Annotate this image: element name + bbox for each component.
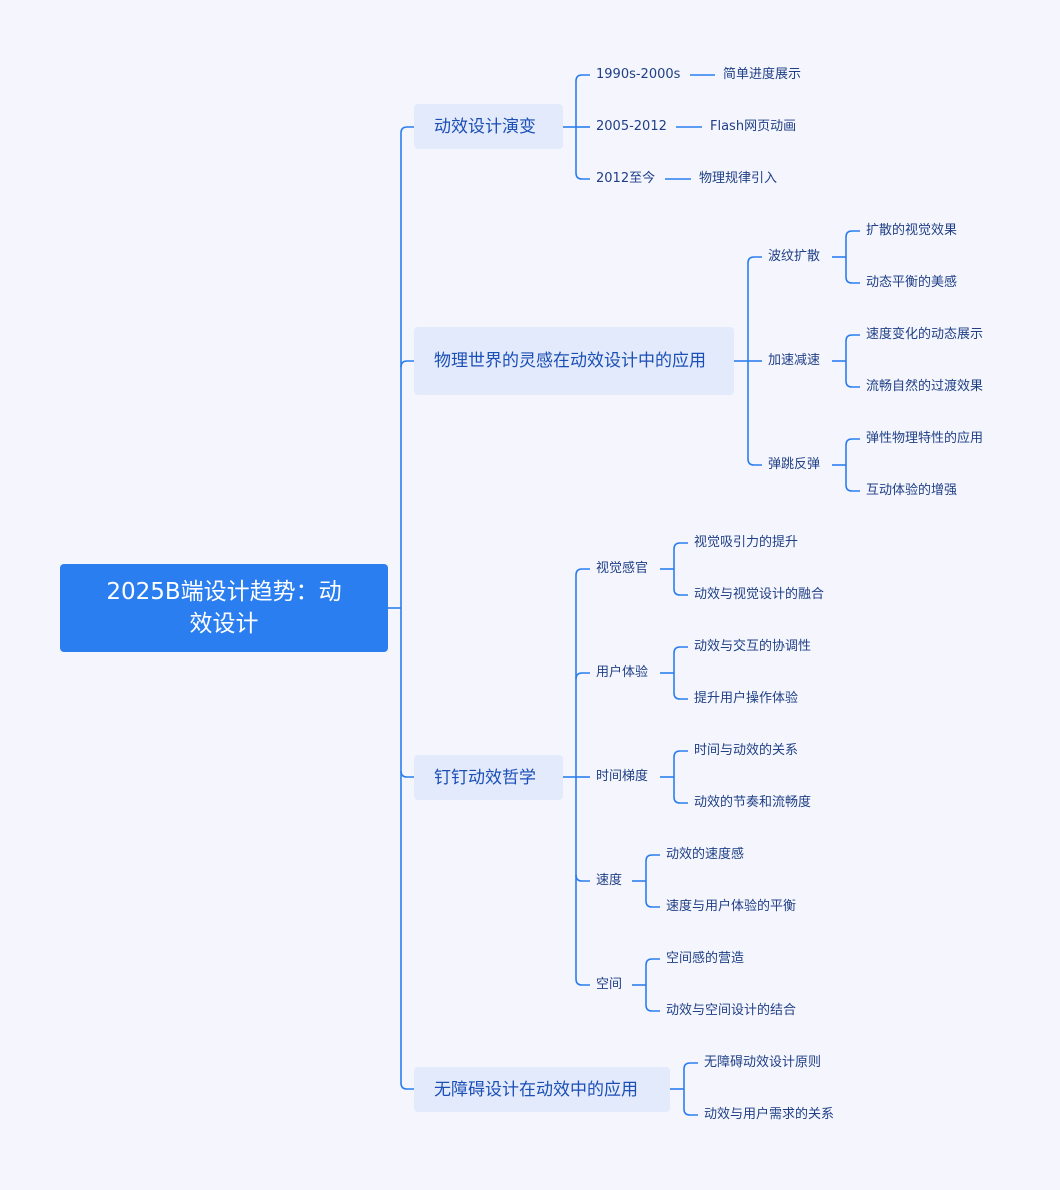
connector-line bbox=[845, 276, 860, 284]
branch-label: 钉钉动效哲学 bbox=[434, 767, 536, 788]
connector-line bbox=[845, 334, 860, 342]
sub-topic[interactable]: 加速减速 bbox=[768, 353, 821, 368]
connector-line bbox=[575, 978, 590, 986]
connector-line bbox=[400, 770, 414, 778]
branch-node[interactable]: 物理世界的灵感在动效设计中的应用 bbox=[414, 327, 734, 395]
leaf-topic[interactable]: 提升用户操作体验 bbox=[694, 691, 799, 706]
leaf-topic[interactable]: 简单进度展示 bbox=[723, 67, 802, 82]
sub-topic[interactable]: 动效与用户需求的关系 bbox=[704, 1107, 835, 1122]
sub-topic[interactable]: 无障碍动效设计原则 bbox=[704, 1055, 822, 1070]
sub-topic[interactable]: 视觉感官 bbox=[596, 561, 649, 576]
leaf-topic[interactable]: 动效与空间设计的结合 bbox=[666, 1003, 797, 1018]
leaf-topic[interactable]: 空间感的营造 bbox=[666, 951, 745, 966]
connector-line bbox=[747, 458, 762, 466]
leaf-topic[interactable]: 扩散的视觉效果 bbox=[866, 223, 958, 238]
connector-line bbox=[645, 958, 660, 966]
connector-line bbox=[673, 646, 688, 654]
sub-topic[interactable]: 速度 bbox=[596, 873, 623, 888]
branch-node[interactable]: 动效设计演变 bbox=[414, 104, 563, 149]
leaf-topic[interactable]: 速度变化的动态展示 bbox=[866, 327, 984, 342]
leaf-topic[interactable]: 流畅自然的过渡效果 bbox=[866, 379, 984, 394]
branch-label: 物理世界的灵感在动效设计中的应用 bbox=[434, 351, 706, 371]
leaf-topic[interactable]: 弹性物理特性的应用 bbox=[866, 431, 984, 446]
leaf-topic[interactable]: 速度与用户体验的平衡 bbox=[666, 899, 797, 914]
leaf-topic[interactable]: 动效的速度感 bbox=[666, 847, 745, 862]
root-node[interactable]: 2025B端设计趋势：动效设计 bbox=[60, 564, 388, 652]
leaf-topic[interactable]: 动效的节奏和流畅度 bbox=[694, 795, 812, 810]
connector-line bbox=[673, 796, 688, 804]
connector-line bbox=[845, 380, 860, 388]
connector-line bbox=[673, 750, 688, 758]
leaf-topic[interactable]: 视觉吸引力的提升 bbox=[694, 535, 799, 550]
connector-line bbox=[400, 1082, 414, 1090]
connector-line bbox=[575, 874, 590, 882]
root-label: 2025B端设计趋势：动效设计 bbox=[106, 579, 342, 637]
connector-line bbox=[673, 692, 688, 700]
branch-label: 无障碍设计在动效中的应用 bbox=[434, 1079, 638, 1100]
connector-line bbox=[673, 542, 688, 550]
connector-line bbox=[645, 854, 660, 862]
sub-topic[interactable]: 2012至今 bbox=[596, 171, 656, 186]
sub-topic[interactable]: 空间 bbox=[596, 977, 623, 992]
connector-line bbox=[575, 672, 590, 680]
connector-line bbox=[400, 360, 414, 368]
leaf-topic[interactable]: 时间与动效的关系 bbox=[694, 743, 799, 758]
leaf-topic[interactable]: 动效与交互的协调性 bbox=[694, 639, 812, 654]
connector-line bbox=[747, 256, 762, 264]
connector-line bbox=[683, 1062, 698, 1070]
leaf-topic[interactable]: 动效与视觉设计的融合 bbox=[694, 587, 825, 602]
leaf-topic[interactable]: 动态平衡的美感 bbox=[866, 275, 958, 290]
sub-topic[interactable]: 1990s-2000s bbox=[596, 67, 681, 82]
leaf-topic[interactable]: Flash网页动画 bbox=[710, 119, 797, 134]
sub-topic[interactable]: 2005-2012 bbox=[596, 119, 667, 134]
connector-line bbox=[845, 230, 860, 238]
connector-line bbox=[575, 74, 590, 82]
connector-line bbox=[845, 438, 860, 446]
sub-topic[interactable]: 用户体验 bbox=[596, 665, 649, 680]
leaf-topic[interactable]: 互动体验的增强 bbox=[866, 483, 958, 498]
branch-node[interactable]: 钉钉动效哲学 bbox=[414, 755, 563, 800]
connector-line bbox=[575, 568, 590, 576]
connector-line bbox=[575, 172, 590, 180]
connector-line bbox=[673, 588, 688, 596]
connector-line bbox=[400, 126, 414, 134]
connector-line bbox=[645, 1004, 660, 1012]
connector-line bbox=[645, 900, 660, 908]
branch-node[interactable]: 无障碍设计在动效中的应用 bbox=[414, 1067, 670, 1112]
sub-topic[interactable]: 弹跳反弹 bbox=[768, 457, 821, 472]
sub-topic[interactable]: 时间梯度 bbox=[596, 769, 649, 784]
connector-line bbox=[845, 484, 860, 492]
sub-topic[interactable]: 波纹扩散 bbox=[768, 249, 821, 264]
branch-label: 动效设计演变 bbox=[434, 116, 536, 137]
leaf-topic[interactable]: 物理规律引入 bbox=[699, 171, 778, 186]
connector-line bbox=[683, 1108, 698, 1116]
